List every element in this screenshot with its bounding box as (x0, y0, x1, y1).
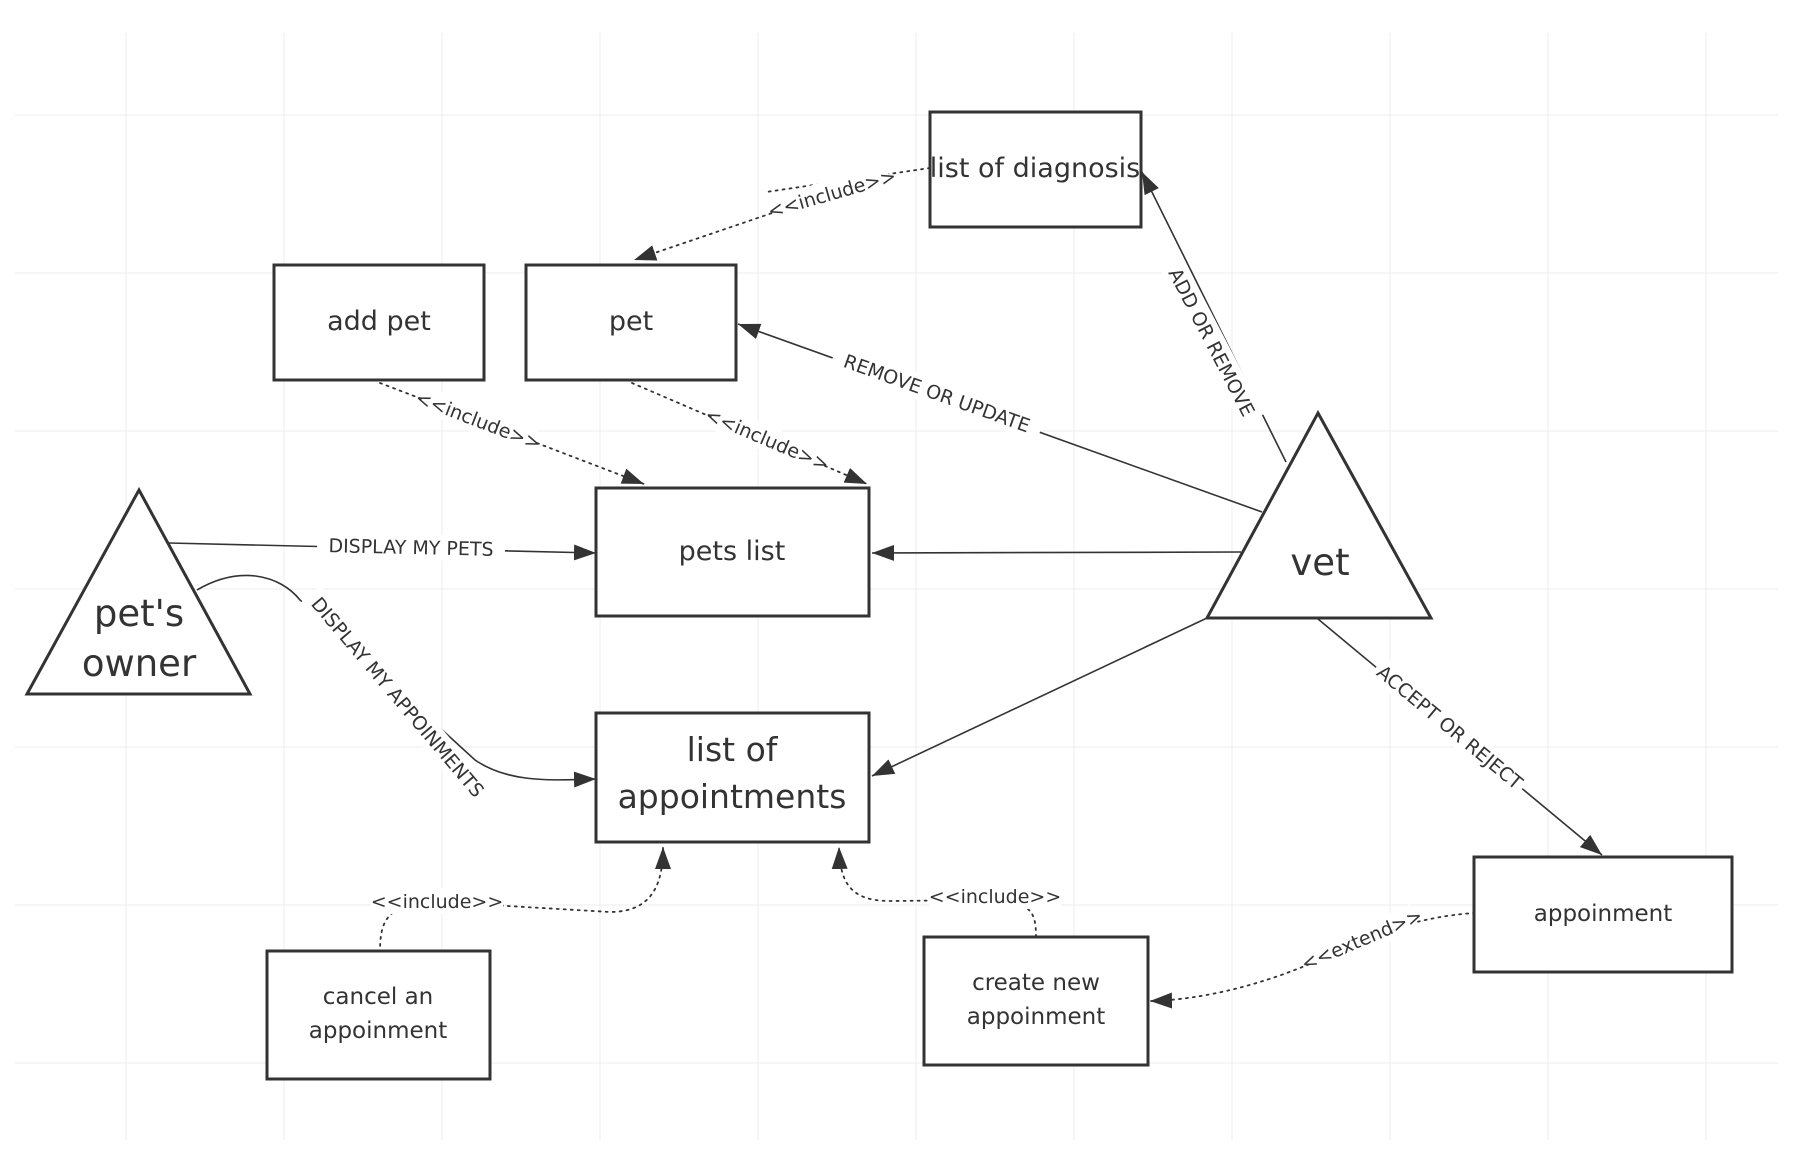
box-list-of-appointments-line1: list of (687, 730, 779, 769)
box-list-of-diagnosis-label: list of diagnosis (930, 153, 1140, 184)
display-my-pets-label: DISPLAY MY PETS (328, 535, 494, 561)
include-label-cancel: <<include>> (371, 891, 504, 913)
box-cancel-appoinment-line2: appoinment (309, 1018, 447, 1044)
box-pets-list[interactable] (594, 486, 871, 618)
box-list-of-appointments[interactable] (594, 711, 871, 844)
box-pets-list-label: pets list (679, 536, 786, 567)
connector-vet-to-appointments (871, 617, 1208, 777)
box-appoinment-label: appoinment (1534, 901, 1672, 927)
connector-cancel-to-appointments (379, 846, 671, 954)
actor-vet-shape[interactable] (1204, 409, 1434, 620)
box-create-new-appoinment-line2: appoinment (967, 1004, 1105, 1030)
connector-create-to-appointments (831, 846, 1037, 938)
actor-pets-owner-line2: owner (82, 642, 197, 685)
box-appoinment[interactable] (1472, 855, 1734, 974)
include-label-create: <<include>> (929, 886, 1062, 908)
box-pet[interactable] (524, 263, 738, 382)
box-list-of-appointments-line2: appointments (618, 777, 847, 816)
connector-vet-to-pets-list (871, 544, 1242, 561)
box-create-new-appoinment-line1: create new (972, 970, 1100, 996)
actor-pets-owner-line1: pet's (94, 592, 184, 635)
box-cancel-appoinment[interactable] (265, 949, 492, 1081)
box-add-pet-label: add pet (327, 306, 431, 337)
box-list-of-diagnosis[interactable] (928, 110, 1143, 229)
box-cancel-appoinment-line1: cancel an (323, 984, 434, 1010)
actor-pets-owner-shape[interactable] (24, 486, 253, 696)
actor-vet-label: vet (1290, 541, 1349, 584)
box-pet-label: pet (609, 306, 653, 337)
box-add-pet[interactable] (272, 263, 486, 382)
box-create-new-appoinment[interactable] (922, 935, 1150, 1067)
